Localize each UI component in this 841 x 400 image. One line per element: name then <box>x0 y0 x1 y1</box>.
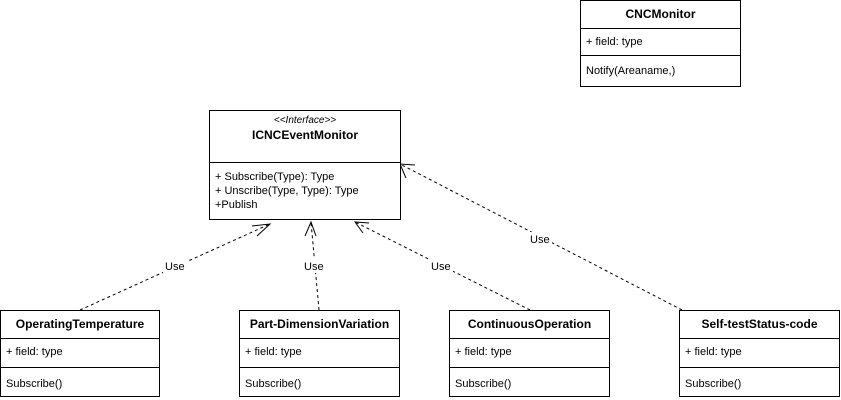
class-name: CNCMonitor <box>625 7 696 21</box>
cnc-monitor-class[interactable]: CNCMonitor + field: type Notify(Areaname… <box>580 0 741 87</box>
arrowhead-part-dimension-variation <box>304 220 317 237</box>
class-methods: Subscribe() <box>240 367 399 391</box>
interface-stereotype: <<Interface>> <box>273 115 337 126</box>
class-fields: + field: type <box>450 338 609 367</box>
edge-label-use: Use <box>431 261 451 273</box>
continuous-operation-class[interactable]: ContinuousOperation + field: type Subscr… <box>449 310 610 397</box>
class-fields: + field: type <box>240 338 399 367</box>
interface-methods: + Subscribe(Type): Type + Unscribe(Type,… <box>210 162 400 212</box>
method-row: Subscribe() <box>6 378 63 390</box>
arrowhead-continuous-operation <box>353 221 370 234</box>
method-row: Subscribe() <box>685 378 742 390</box>
field-row: + field: type <box>455 346 512 358</box>
class-methods: Subscribe() <box>450 367 609 391</box>
field-row: + field: type <box>245 346 302 358</box>
arrowhead-self-test-status <box>399 163 416 179</box>
icnc-event-monitor-interface[interactable]: <<Interface>> ICNCEventMonitor + Subscri… <box>209 110 401 220</box>
field-row: + field: type <box>685 346 742 358</box>
method-row: + Subscribe(Type): Type <box>215 171 335 183</box>
method-row: Subscribe() <box>245 378 302 390</box>
part-dimension-variation-class[interactable]: Part-DimensionVariation + field: type Su… <box>239 310 400 397</box>
class-methods: Notify(Areaname,) <box>581 55 740 78</box>
arrowhead-operating-temperature <box>251 223 272 237</box>
class-fields: + field: type <box>1 338 159 367</box>
class-name: Part-DimensionVariation <box>249 317 390 331</box>
class-methods: Subscribe() <box>1 367 159 391</box>
class-name: OperatingTemperature <box>15 317 145 331</box>
self-test-status-code-class[interactable]: Self-testStatus-code + field: type Subsc… <box>679 310 840 397</box>
field-row: + field: type <box>586 36 643 48</box>
method-row: +Publish <box>215 199 258 211</box>
class-name: ContinuousOperation <box>467 317 592 331</box>
class-fields: + field: type <box>581 28 740 55</box>
class-methods: Subscribe() <box>680 367 839 391</box>
class-fields: + field: type <box>680 338 839 367</box>
method-row: Subscribe() <box>455 378 512 390</box>
edge-label-use: Use <box>304 261 324 273</box>
method-row: + Unscribe(Type, Type): Type <box>215 185 359 197</box>
class-name: Self-testStatus-code <box>701 317 818 331</box>
field-row: + field: type <box>6 346 63 358</box>
edge-label-use: Use <box>530 234 550 246</box>
operating-temperature-class[interactable]: OperatingTemperature + field: type Subsc… <box>0 310 160 397</box>
edge-label-use: Use <box>165 261 185 273</box>
method-row: Notify(Areaname,) <box>586 65 676 77</box>
interface-name: ICNCEventMonitor <box>252 128 358 142</box>
